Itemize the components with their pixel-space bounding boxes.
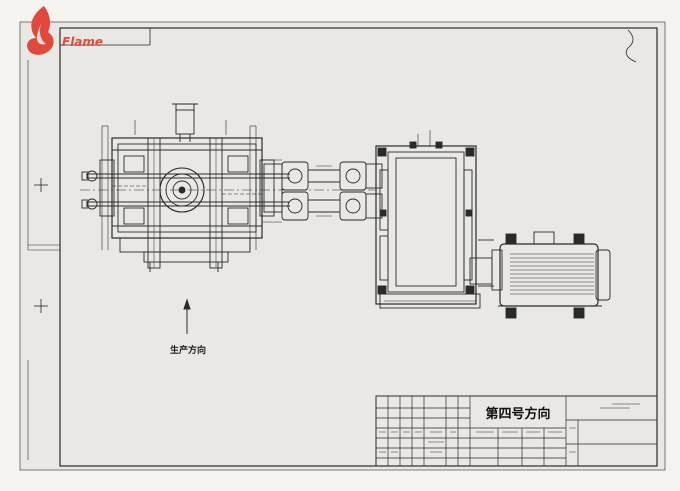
gearbox — [375, 130, 494, 309]
universal-spindles — [262, 159, 383, 223]
production-direction-label: 生产方向 — [170, 346, 207, 356]
registration-cross-marks — [34, 178, 48, 313]
logo-text: Flame — [62, 35, 104, 49]
left-margin-strips — [27, 60, 60, 460]
roll-stand-assembly — [81, 103, 290, 272]
drawing-title: 第四号方向 — [485, 407, 551, 422]
sheet-background — [20, 22, 665, 470]
drawing-border — [19, 21, 666, 471]
flame-logo-icon — [27, 6, 54, 55]
drive-motor — [469, 231, 611, 319]
title-block — [375, 395, 658, 467]
production-direction-arrow — [183, 298, 191, 334]
